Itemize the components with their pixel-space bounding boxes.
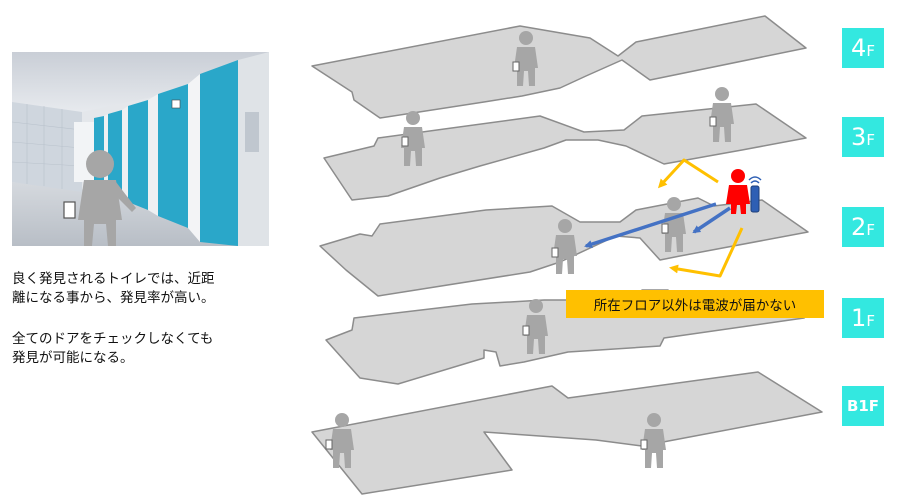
floor-plan-4f bbox=[311, 15, 807, 119]
floor-badge-2f-suffix: F bbox=[866, 221, 875, 239]
note-text: 所在フロア以外は電波が届かない bbox=[593, 298, 797, 314]
caption-line-3: 全てのドアをチェックしなくても bbox=[12, 331, 214, 347]
floor-badge-4f-suffix: F bbox=[866, 42, 875, 60]
floor-badge-b1f-label: B1F bbox=[846, 397, 880, 415]
signal-arrows bbox=[584, 202, 731, 248]
receiver-device-icon bbox=[63, 201, 76, 219]
searcher-with-receiver bbox=[726, 169, 762, 214]
caption-line-4: 発見が可能になる。 bbox=[12, 350, 134, 366]
caption-paragraph-1: 良く発見されるトイレでは、近距離になる事から、発見率が高い。 bbox=[12, 270, 215, 308]
caption-paragraph-2: 全てのドアをチェックしなくても発見が可能になる。 bbox=[12, 330, 213, 368]
floor-badge-4f-number: 4 bbox=[851, 34, 867, 62]
floor-plan-b1f bbox=[311, 371, 823, 495]
person-in-photo bbox=[78, 150, 136, 246]
caption-line-2: 離になる事から、発見率が高い。 bbox=[12, 290, 215, 306]
note-box: 所在フロア以外は電波が届かない bbox=[566, 290, 824, 318]
caption-line-1: 良く発見されるトイレでは、近距 bbox=[12, 271, 215, 287]
toilet-corridor-illustration bbox=[12, 52, 269, 246]
blocked-signal-arrows bbox=[657, 158, 744, 278]
floor-badge-1f-number: 1 bbox=[851, 304, 867, 332]
floor-badge-3f-suffix: F bbox=[866, 131, 875, 149]
floor-badge-2f-number: 2 bbox=[851, 213, 867, 241]
floor-badge-b1f: B1F bbox=[842, 386, 884, 426]
receiver-antenna-icon bbox=[748, 176, 762, 213]
toilet-photo bbox=[12, 52, 269, 246]
floor-plan-3f bbox=[323, 103, 807, 201]
floor-badge-3f-number: 3 bbox=[851, 123, 867, 151]
searcher-red-person bbox=[726, 169, 750, 214]
floor-badge-1f-suffix: F bbox=[866, 312, 875, 330]
